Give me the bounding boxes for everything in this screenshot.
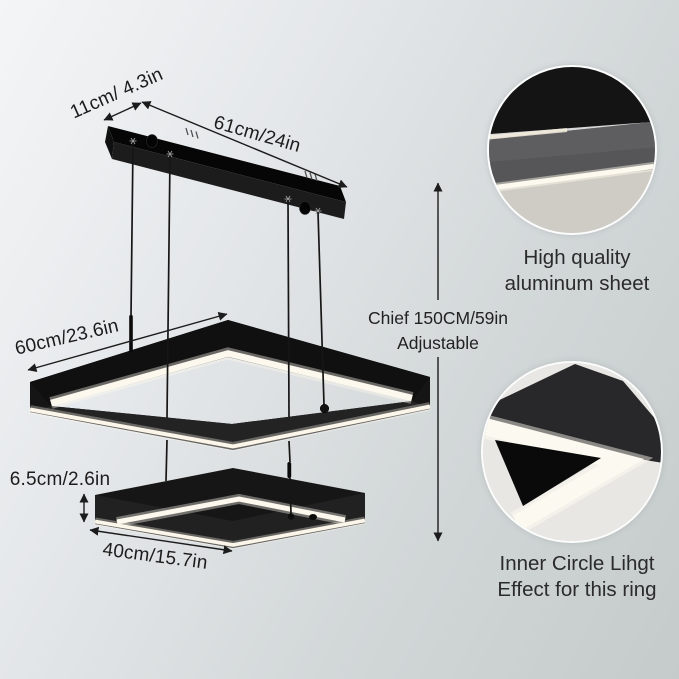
canopy-knob (299, 201, 311, 215)
caption-inner-light-line2: Effect for this ring (497, 578, 657, 601)
ceiling-canopy (105, 126, 346, 219)
cable-end-nub (319, 403, 330, 414)
caption-inner-light: Inner Circle Lihgt Effect for this ring (497, 551, 656, 603)
callout-circle-aluminum (487, 65, 657, 235)
dimension-arrows (27, 101, 443, 555)
wire-connector (309, 514, 317, 520)
callout-circle-inner-light (481, 361, 663, 543)
cable-connector (287, 462, 292, 478)
caption-aluminum: High quality aluminum sheet (505, 245, 650, 297)
arrow-40cm (89, 526, 233, 555)
inner-light-closeup (483, 363, 661, 541)
cable-end-nub (287, 513, 295, 520)
label-cable-length-line1: Chief 150CM/59in (367, 308, 509, 328)
arrow-60cm (27, 311, 228, 373)
suspension-cables (130, 142, 325, 515)
aluminum-closeup (489, 67, 655, 233)
cable-gripper (129, 315, 133, 352)
label-cable-length-line2: Adjustable (397, 333, 479, 353)
small-square-ring (94, 468, 366, 550)
caption-aluminum-line1: High quality (523, 246, 631, 269)
caption-inner-light-line1: Inner Circle Lihgt (499, 552, 655, 575)
label-ring-height: 6.5cm/2.6in (9, 469, 111, 490)
label-cable-length: Chief 150CM/59in Adjustable (368, 306, 508, 356)
arrow-11cm (103, 102, 142, 121)
canopy-knob (146, 134, 158, 148)
caption-aluminum-line2: aluminum sheet (504, 272, 650, 295)
arrow-61cm (141, 101, 348, 188)
